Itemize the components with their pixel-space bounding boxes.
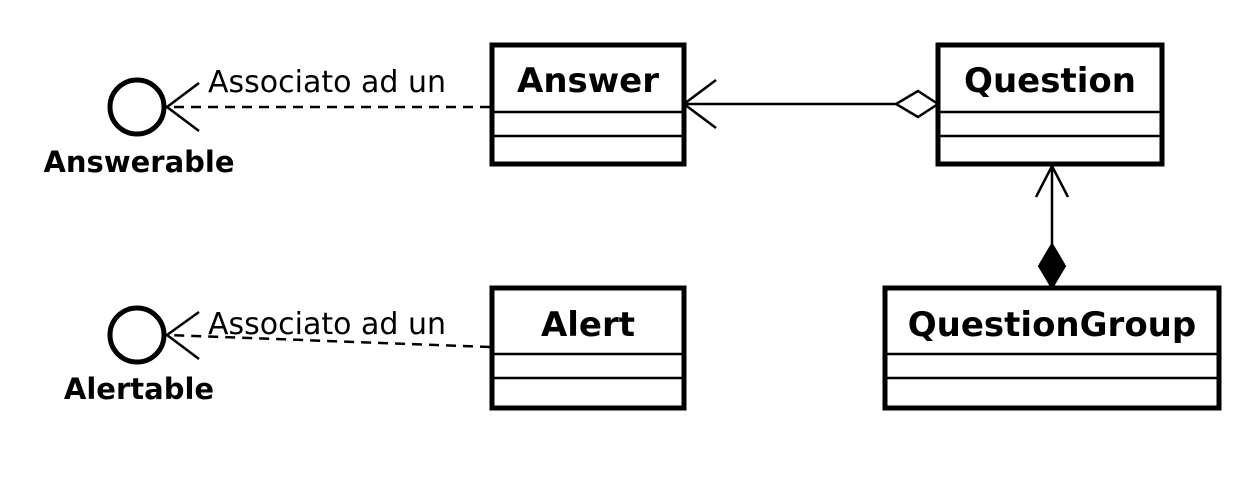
class-alert: Alert	[489, 285, 687, 411]
filled-diamond-icon	[1037, 242, 1067, 290]
class-answer: Answer	[489, 42, 687, 167]
dependency-answer-answerable: Associato ad un	[164, 65, 490, 132]
class-question-name: Question	[964, 61, 1136, 101]
interface-answerable: Answerable	[43, 77, 235, 179]
edge-label-alert-alertable: Associato ad un	[208, 307, 446, 342]
open-arrowhead-icon	[164, 310, 200, 360]
hollow-diamond-icon	[893, 89, 941, 119]
class-answer-name: Answer	[517, 61, 659, 101]
aggregation-question-answer	[681, 79, 941, 129]
edge-label-answer-answerable: Associato ad un	[208, 65, 446, 100]
interface-alertable: Alertable	[64, 305, 214, 406]
dependency-alert-alertable: Associato ad un	[164, 307, 491, 360]
open-arrowhead-icon	[164, 82, 200, 132]
class-question: Question	[935, 42, 1165, 167]
class-alert-name: Alert	[541, 305, 635, 345]
interface-alertable-label: Alertable	[64, 372, 214, 406]
interface-lollipop-icon	[107, 305, 167, 365]
composition-questiongroup-question	[1034, 163, 1070, 290]
interface-lollipop-icon	[107, 77, 167, 137]
class-questiongroup-name: QuestionGroup	[908, 305, 1196, 345]
class-questiongroup: QuestionGroup	[882, 285, 1222, 411]
interface-answerable-label: Answerable	[43, 145, 234, 179]
